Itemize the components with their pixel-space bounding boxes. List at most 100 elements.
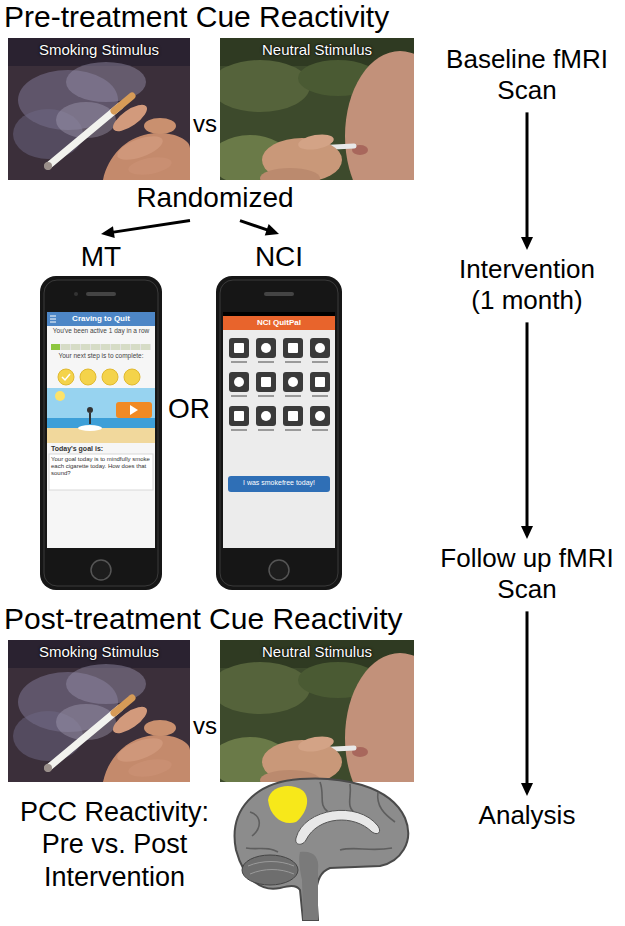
arrow-head	[521, 783, 533, 796]
mt-phone	[58, 369, 140, 385]
step-text: Intervention (1 month)	[452, 254, 602, 316]
mt-phone	[40, 276, 162, 590]
step-label: Follow up fMRI Scan	[433, 543, 621, 605]
mt-phone	[47, 388, 155, 418]
node-heading: Smoking Stimulus	[8, 41, 190, 59]
nci-phone	[258, 361, 274, 363]
step-text: Follow up fMRI Scan	[433, 543, 621, 605]
mt-phone	[44, 280, 158, 586]
node-heading: Neutral Stimulus	[220, 41, 414, 59]
mt-phone	[81, 344, 90, 350]
nci-phone	[261, 377, 271, 387]
brain-sagittal	[246, 782, 395, 852]
flow-arrow	[521, 611, 533, 796]
arrow-shaft	[112, 221, 190, 233]
nci-phone	[228, 476, 330, 492]
mt-phone	[78, 425, 102, 431]
step-label: Baseline fMRI Scan	[433, 44, 621, 106]
mt-phone	[51, 344, 151, 350]
mt-phone	[71, 344, 80, 350]
mt-phone	[87, 407, 93, 413]
nci-phone	[258, 429, 274, 431]
brain-sagittal	[296, 810, 380, 844]
nci-phone	[234, 343, 244, 353]
nci-phone	[256, 338, 276, 358]
nci-phone	[310, 338, 330, 358]
label-holder: Pre-treatment Cue Reactivity	[4, 0, 389, 35]
mt-phone	[130, 405, 138, 415]
nci-phone	[285, 361, 301, 363]
arrow-head	[101, 226, 115, 238]
arrow-head	[521, 526, 533, 539]
brain-sagittal	[242, 855, 298, 885]
mt-phone	[58, 369, 74, 385]
screen-text: Your goal today is to mindfully smoke ea…	[51, 456, 151, 478]
nci-phone	[288, 411, 298, 421]
nci-phone	[223, 316, 335, 330]
nci-phone	[234, 343, 325, 421]
nci-phone	[283, 406, 303, 426]
mt-phone	[121, 344, 130, 350]
screen-text: Your next step is to complete:	[50, 352, 152, 359]
text-holder: Smoking Stimulus	[8, 41, 190, 59]
photo-stimulus: Neutral Stimulus	[220, 640, 414, 782]
nci-phone	[283, 372, 303, 392]
mt-phone	[91, 344, 100, 350]
brain-sagittal	[250, 870, 294, 875]
nci-phone	[216, 276, 342, 590]
nci-phone	[285, 429, 301, 431]
mt-phone	[116, 402, 152, 418]
arrow-shaft	[526, 611, 529, 785]
mt-phone	[101, 344, 110, 350]
text-holder: Smoking Stimulus	[8, 643, 190, 661]
nci-phone	[231, 361, 328, 431]
nci-phone	[310, 372, 330, 392]
screen-text: You've been active 1 day in a row	[50, 327, 152, 334]
nci-phone	[256, 372, 276, 392]
nci-phone	[223, 312, 335, 548]
nci-phone	[256, 406, 276, 426]
smoking-photo	[8, 640, 190, 782]
screen-text: I was smokefree today!	[228, 479, 330, 487]
step-text: Randomized	[130, 181, 300, 215]
step-label: Intervention (1 month)	[452, 254, 602, 316]
flow-arrow	[521, 322, 533, 539]
text-holder: You've been active 1 day in a row	[50, 327, 152, 334]
brain-sagittal	[378, 792, 395, 822]
mt-phone	[51, 344, 60, 350]
mt-phone	[50, 316, 56, 317]
arrow-head	[265, 224, 279, 235]
nci-phone	[315, 411, 325, 421]
mt-phone	[86, 292, 116, 296]
nci-phone	[312, 361, 328, 363]
nci-phone	[315, 343, 325, 353]
nci-phone	[234, 411, 244, 421]
mt-phone	[49, 454, 153, 490]
nci-phone	[234, 377, 244, 387]
smoking-photo	[8, 38, 190, 180]
phone-app: NCINCI QuitPalI was smokefree today!	[212, 238, 346, 592]
nci-phone	[312, 395, 328, 397]
nci-phone	[269, 560, 289, 580]
nci-phone	[288, 343, 298, 353]
nci-phone	[229, 338, 330, 426]
node-heading: MT	[36, 240, 166, 274]
brain-sagittal	[350, 784, 356, 814]
step-label: Analysis	[452, 800, 602, 831]
text-holder: Today's goal is:	[51, 445, 151, 453]
label-holder: vs	[193, 712, 217, 741]
text-holder: Your goal today is to mindfully smoke ea…	[51, 456, 151, 478]
section-heading: Pre-treatment Cue Reactivity	[4, 0, 389, 35]
node-heading: NCI	[212, 240, 346, 274]
mt-phone	[55, 391, 65, 401]
nci-phone	[283, 338, 303, 358]
brain-sagittal	[248, 862, 294, 875]
mt-phone	[131, 344, 140, 350]
text-holder: NCI	[212, 240, 346, 274]
section-heading: Post-treatment Cue Reactivity	[4, 602, 402, 637]
nci-phone	[229, 406, 249, 426]
mt-phone	[91, 560, 111, 580]
label-holder: OR	[168, 392, 210, 426]
arrow-head	[521, 237, 533, 250]
